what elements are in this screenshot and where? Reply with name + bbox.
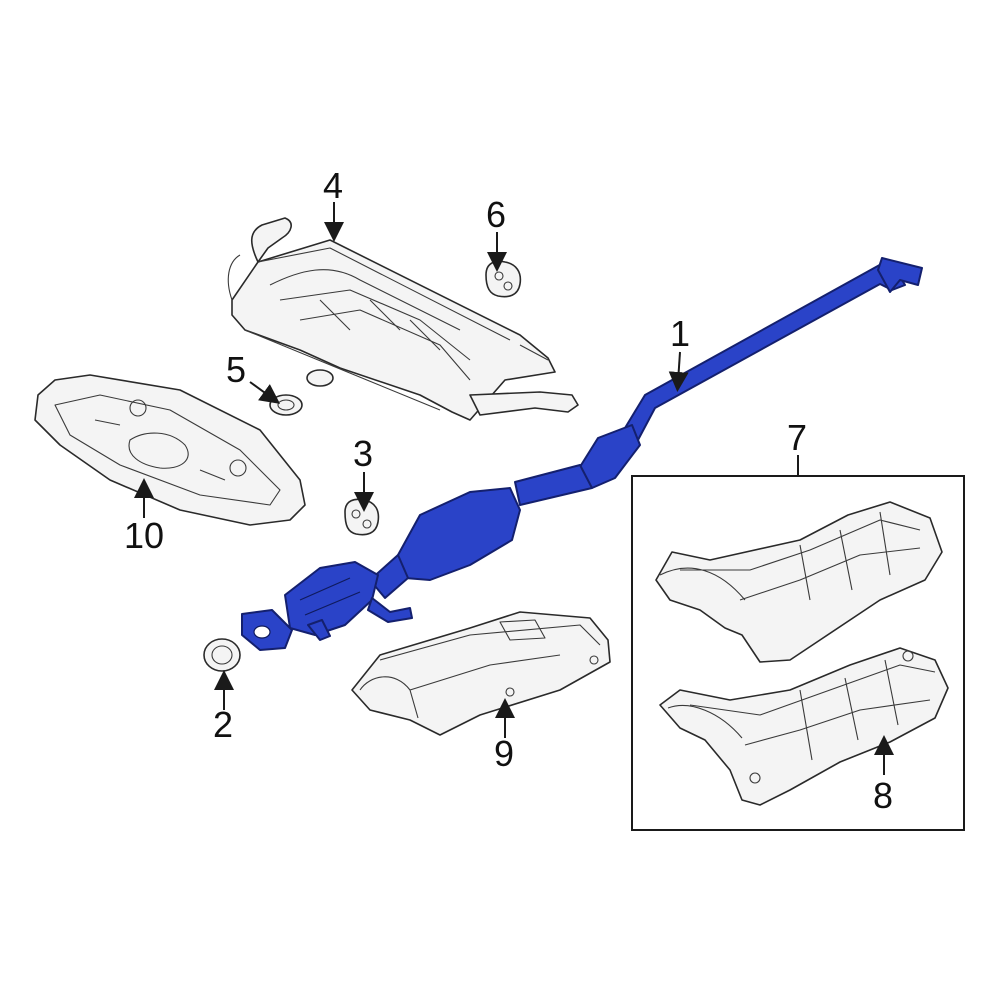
- heat-shield-9-part[interactable]: [351, 611, 611, 736]
- callout-8: 8: [873, 775, 893, 816]
- callout-3: 3: [353, 433, 373, 474]
- muffler-part[interactable]: [227, 217, 579, 421]
- callout-5: 5: [226, 349, 246, 390]
- exhaust-pipe-assembly-part[interactable]: [241, 257, 923, 651]
- hanger-6-part[interactable]: [485, 260, 522, 298]
- callout-4: 4: [323, 165, 343, 206]
- heat-shield-10-part[interactable]: [34, 374, 306, 526]
- heat-shield-kit-7-box[interactable]: [631, 475, 965, 831]
- callout-6: 6: [486, 194, 506, 235]
- callout-labels: 1 2 3 4 5 6 7 8 9 10: [124, 165, 893, 816]
- callout-9: 9: [494, 733, 514, 774]
- leader-lines: [134, 202, 894, 775]
- callout-2: 2: [213, 704, 233, 745]
- callout-10: 10: [124, 515, 164, 556]
- callout-1: 1: [670, 313, 690, 354]
- hanger-3-part[interactable]: [344, 498, 380, 536]
- callout-7: 7: [787, 417, 807, 458]
- gasket-5-part[interactable]: [269, 394, 303, 416]
- gasket-2-part[interactable]: [203, 638, 241, 672]
